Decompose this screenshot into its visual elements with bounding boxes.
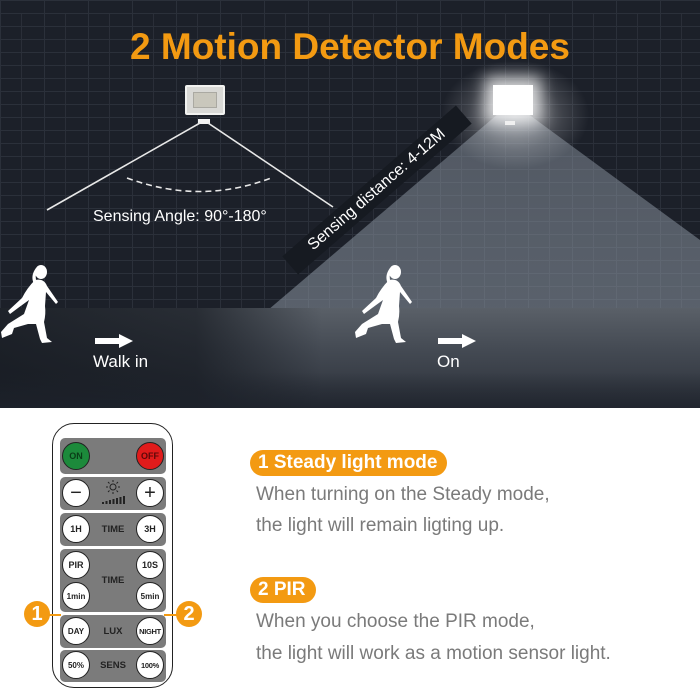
brightness-sun-icon (102, 480, 125, 504)
mode-2-description-line-1: When you choose the PIR mode, (256, 611, 535, 632)
callout-1-line (49, 614, 61, 616)
sens-100-button[interactable]: 100% (136, 651, 164, 679)
lux-panel: DAY LUX NIGHT (60, 615, 166, 648)
mode-1-description-line-2: the light will remain ligting up. (256, 515, 505, 536)
sens-50-button[interactable]: 50% (62, 651, 90, 679)
time-hours-panel: 1H TIME 3H (60, 513, 166, 546)
time-10s-button[interactable]: 10S (136, 551, 164, 579)
sensing-angle-diagram (46, 122, 334, 211)
mode-1-badge: 1 Steady light mode (250, 450, 448, 476)
mode-2-description-line-2: the light will work as a motion sensor l… (256, 643, 611, 664)
floor-bottom-shade (0, 372, 700, 408)
floodlight-off-icon (185, 85, 225, 115)
lux-label: LUX (103, 626, 123, 637)
time-3h-button[interactable]: 3H (136, 515, 164, 543)
time-short-panel: PIR 10S TIME 1min 5min (60, 549, 166, 612)
brightness-up-button[interactable]: + (136, 479, 164, 507)
callout-2-badge: 2 (176, 601, 202, 627)
sens-label: SENS (100, 660, 126, 671)
pir-button[interactable]: PIR (62, 551, 90, 579)
pir-sensor-icon (198, 119, 210, 124)
sens-panel: 50% SENS 100% (60, 650, 166, 682)
off-button[interactable]: OFF (136, 442, 164, 470)
time-1h-button[interactable]: 1H (62, 515, 90, 543)
sensing-angle-label: Sensing Angle: 90°-180° (93, 208, 267, 225)
arrow-right-icon (438, 334, 476, 348)
page-title: 2 Motion Detector Modes (130, 26, 570, 67)
on-button[interactable]: ON (62, 442, 90, 470)
time-label: TIME (101, 575, 125, 586)
brightness-down-button[interactable]: − (62, 479, 90, 507)
mode-1-description-line-1: When turning on the Steady mode, (256, 484, 550, 505)
pir-sensor-icon (505, 121, 515, 125)
callout-2-line (164, 614, 177, 616)
remote-control: ON OFF − + 1H TIME 3H PIR (52, 423, 173, 688)
arrow-right-icon (95, 334, 133, 348)
walking-person-icon (1, 265, 58, 343)
callout-1-badge: 1 (24, 601, 50, 627)
mode-2-badge: 2 PIR (250, 577, 316, 603)
day-button[interactable]: DAY (62, 617, 90, 645)
time-1min-button[interactable]: 1min (62, 582, 90, 610)
motion-scene-photo: 2 Motion Detector Modes Sensing Angle: 9… (0, 0, 700, 408)
time-5min-button[interactable]: 5min (136, 582, 164, 610)
brightness-panel: − + (60, 477, 166, 510)
floodlight-on-icon (493, 85, 533, 115)
walking-person-icon (355, 265, 412, 343)
power-panel: ON OFF (60, 438, 166, 474)
night-button[interactable]: NIGHT (136, 617, 164, 645)
on-label: On (437, 352, 460, 371)
walk-in-label: Walk in (93, 352, 149, 371)
time-label: TIME (101, 524, 125, 535)
